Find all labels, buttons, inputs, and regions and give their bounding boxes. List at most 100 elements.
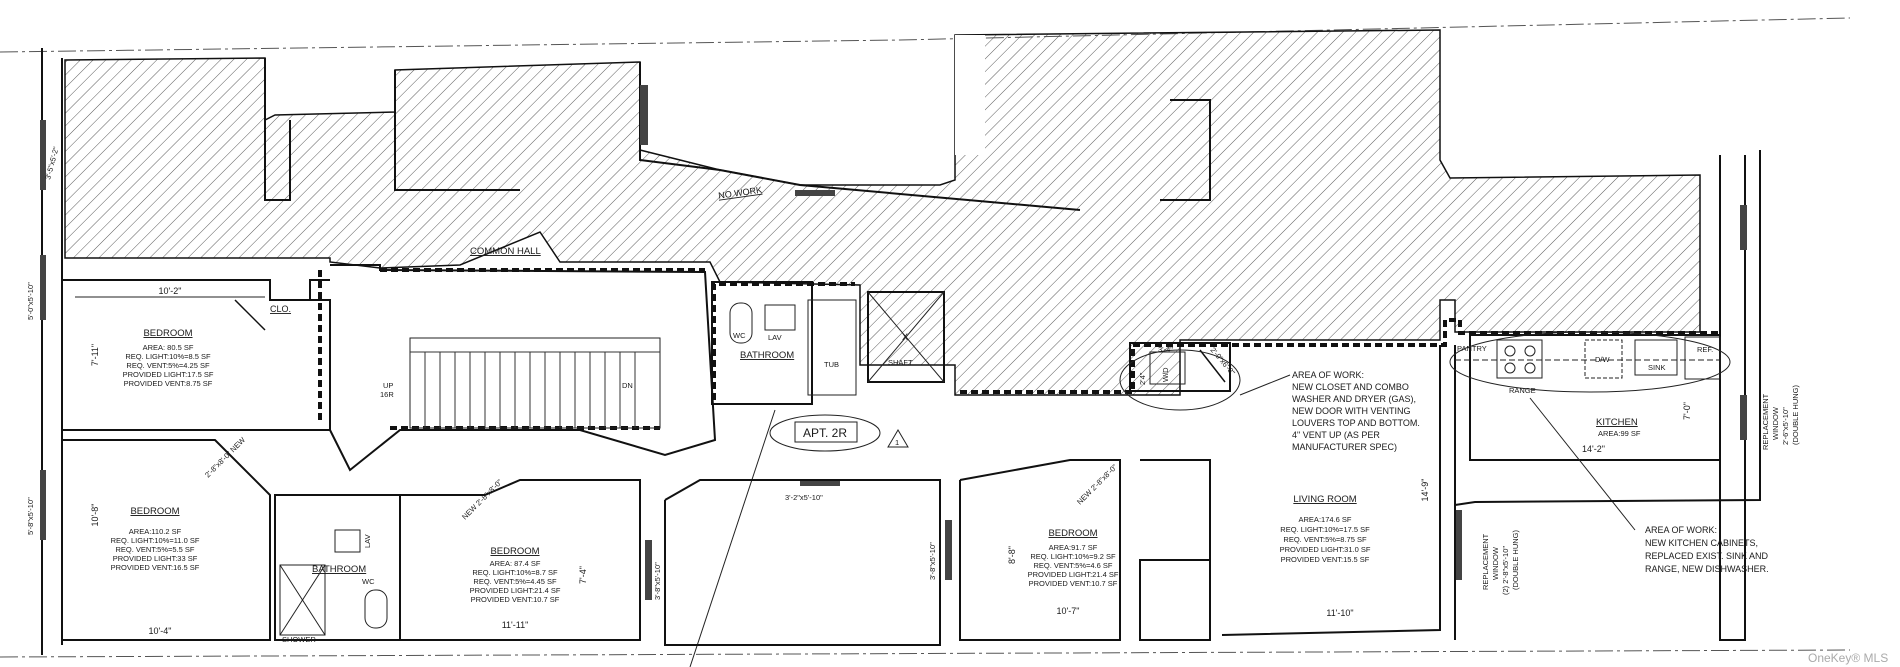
interior-void xyxy=(955,35,985,155)
stair-risers-label: 16R xyxy=(380,390,394,399)
door-new-1: 2'-8"x8'-0" NEW xyxy=(203,435,248,480)
dim-depth: 8'-8" xyxy=(1007,546,1017,564)
wc2-label: WC xyxy=(362,577,375,586)
stair-treads xyxy=(410,351,660,428)
room-stat: REQ. VENT:5%=4.6 SF xyxy=(1034,561,1113,570)
revision-triangle xyxy=(887,429,909,448)
bedroom1-label: BEDROOM AREA: 80.5 SF REQ. LIGHT:10%=8.5… xyxy=(90,286,214,388)
wc1-label: WC xyxy=(733,331,746,340)
stair-up-label: UP xyxy=(383,381,393,390)
dim-depth: 14'-9" xyxy=(1420,479,1430,502)
laundry-dashed-wall xyxy=(960,318,1460,394)
room-name: BEDROOM xyxy=(1048,528,1097,539)
bedroom3-label: BEDROOM AREA: 87.4 SF REQ. LIGHT:10%=8.7… xyxy=(470,546,588,630)
room-stat: PROVIDED VENT:10.7 SF xyxy=(1029,579,1118,588)
door-new-2: NEW 2'-8"x8'-0" xyxy=(460,477,504,521)
window-left-2 xyxy=(40,470,46,540)
bedroom2-label: BEDROOM AREA:110.2 SF REQ. LIGHT:10%=11.… xyxy=(90,504,200,636)
room-name: BEDROOM xyxy=(130,506,179,517)
living-room-label: LIVING ROOM AREA:174.6 SF REQ. LIGHT:10%… xyxy=(1280,479,1430,618)
window-mid-left xyxy=(645,540,652,600)
sink xyxy=(1634,339,1678,376)
revision-number: 1 xyxy=(895,438,899,447)
kitchen-walls xyxy=(1469,334,1721,461)
kitchen-area: AREA:99 SF xyxy=(1598,429,1641,438)
window-shaft-top xyxy=(795,190,835,196)
kitchen-label: KITCHEN xyxy=(1596,417,1638,428)
room-stat: AREA: 87.4 SF xyxy=(490,559,541,568)
toilet2 xyxy=(364,589,388,629)
room-stat: REQ. LIGHT:10%=17.5 SF xyxy=(1280,525,1370,534)
room-stat: PROVIDED LIGHT:21.4 SF xyxy=(470,586,561,595)
window-left1-size: 5'-0"x5'-10" xyxy=(26,282,35,320)
room-name: LIVING ROOM xyxy=(1293,494,1356,505)
window-left-1 xyxy=(40,255,46,320)
shaft-x xyxy=(867,291,945,383)
svg-text:WINDOW: WINDOW xyxy=(1491,546,1500,580)
dw-label: D/W xyxy=(1595,355,1611,364)
common-hall-label: COMMON HALL xyxy=(470,246,541,257)
pantry-label: PANTRY xyxy=(1457,344,1487,353)
svg-text:AREA OF WORK:: AREA OF WORK: xyxy=(1292,370,1364,380)
svg-text:MANUFACTURER SPEC): MANUFACTURER SPEC) xyxy=(1292,442,1397,452)
wd-dim1: 2'4" xyxy=(1138,372,1147,385)
svg-text:2'-6"x5'-10": 2'-6"x5'-10" xyxy=(1781,407,1790,445)
refrigerator xyxy=(1684,336,1721,380)
window-top xyxy=(640,85,648,145)
svg-text:REPLACEMENT: REPLACEMENT xyxy=(1481,533,1490,590)
leader-line xyxy=(689,409,776,667)
laundry-door[interactable] xyxy=(1199,349,1226,383)
laundry-door-dim: 2'-0"x6'-8" xyxy=(1208,346,1237,378)
interior-wall xyxy=(1160,99,1211,201)
svg-text:REPLACED EXIST. SINK AND: REPLACED EXIST. SINK AND xyxy=(1645,551,1769,561)
ref-label: REF. xyxy=(1697,345,1713,354)
living-room-walls xyxy=(1221,345,1441,636)
room-stat: REQ. LIGHT:10%=9.2 SF xyxy=(1030,552,1116,561)
room-stat: PROVIDED LIGHT:17.5 SF xyxy=(123,370,214,379)
lav2-label: LAV xyxy=(363,534,372,548)
room-stat: REQ. LIGHT:10%=8.7 SF xyxy=(472,568,558,577)
common-hall-walls xyxy=(329,264,717,472)
no-work-hatched-area xyxy=(64,29,1701,396)
lavatory2 xyxy=(334,529,361,553)
lav1-label: LAV xyxy=(768,333,782,342)
washer-dryer xyxy=(1149,351,1186,385)
room-stat: PROVIDED VENT:8.75 SF xyxy=(124,379,213,388)
room-stat: REQ. VENT:5%=4.25 SF xyxy=(126,361,210,370)
dim-depth: 10'-8" xyxy=(90,504,100,527)
range xyxy=(1496,339,1543,379)
leader-line-laundry xyxy=(1239,374,1291,396)
room-stat: REQ. VENT:5%=5.5 SF xyxy=(116,545,195,554)
svg-text:REPLACEMENT: REPLACEMENT xyxy=(1761,393,1770,450)
dim-depth: 7'-11" xyxy=(90,344,100,366)
apt-label-box xyxy=(794,421,858,443)
room-name: BEDROOM xyxy=(490,546,539,557)
bathroom2-label: BATHROOM xyxy=(312,564,366,575)
room-stat: PROVIDED VENT:10.7 SF xyxy=(471,595,560,604)
door-new-3: NEW 2'-8"x8'-0" xyxy=(1075,462,1119,506)
middle-room-walls xyxy=(664,479,941,646)
closet-door[interactable] xyxy=(234,299,266,331)
window-mid3-size: 3'-8"x5'-10" xyxy=(928,542,937,580)
bathroom1-dashed-wall xyxy=(712,282,855,400)
room-stat: PROVIDED VENT:15.5 SF xyxy=(1281,555,1370,564)
interior-wall xyxy=(264,58,291,201)
svg-text:4" VENT UP (AS PER: 4" VENT UP (AS PER xyxy=(1292,430,1380,440)
apt-label-cloud xyxy=(769,414,881,452)
bedroom3-walls xyxy=(400,479,641,641)
shower-x xyxy=(279,564,326,636)
dim-width: 11'-10" xyxy=(1326,608,1353,618)
bathroom2-walls xyxy=(274,494,401,641)
kitchen-cloud xyxy=(1449,331,1731,393)
room-stat: REQ. LIGHT:10%=8.5 SF xyxy=(125,352,211,361)
room-stat: PROVIDED VENT:16.5 SF xyxy=(111,563,200,572)
room-stat: AREA:110.2 SF xyxy=(129,527,182,536)
svg-text:(2) 2'-8"x5'-10": (2) 2'-8"x5'-10" xyxy=(1501,546,1510,595)
bathroom1-walls xyxy=(711,281,813,405)
lavatory xyxy=(764,304,796,331)
svg-text:RANGE, NEW DISHWASHER.: RANGE, NEW DISHWASHER. xyxy=(1645,564,1769,574)
stair xyxy=(409,337,661,429)
closet-label: CLO. xyxy=(270,304,291,314)
stair-down-label: DN xyxy=(622,381,633,390)
svg-text:NEW CLOSET AND COMBO: NEW CLOSET AND COMBO xyxy=(1292,382,1409,392)
